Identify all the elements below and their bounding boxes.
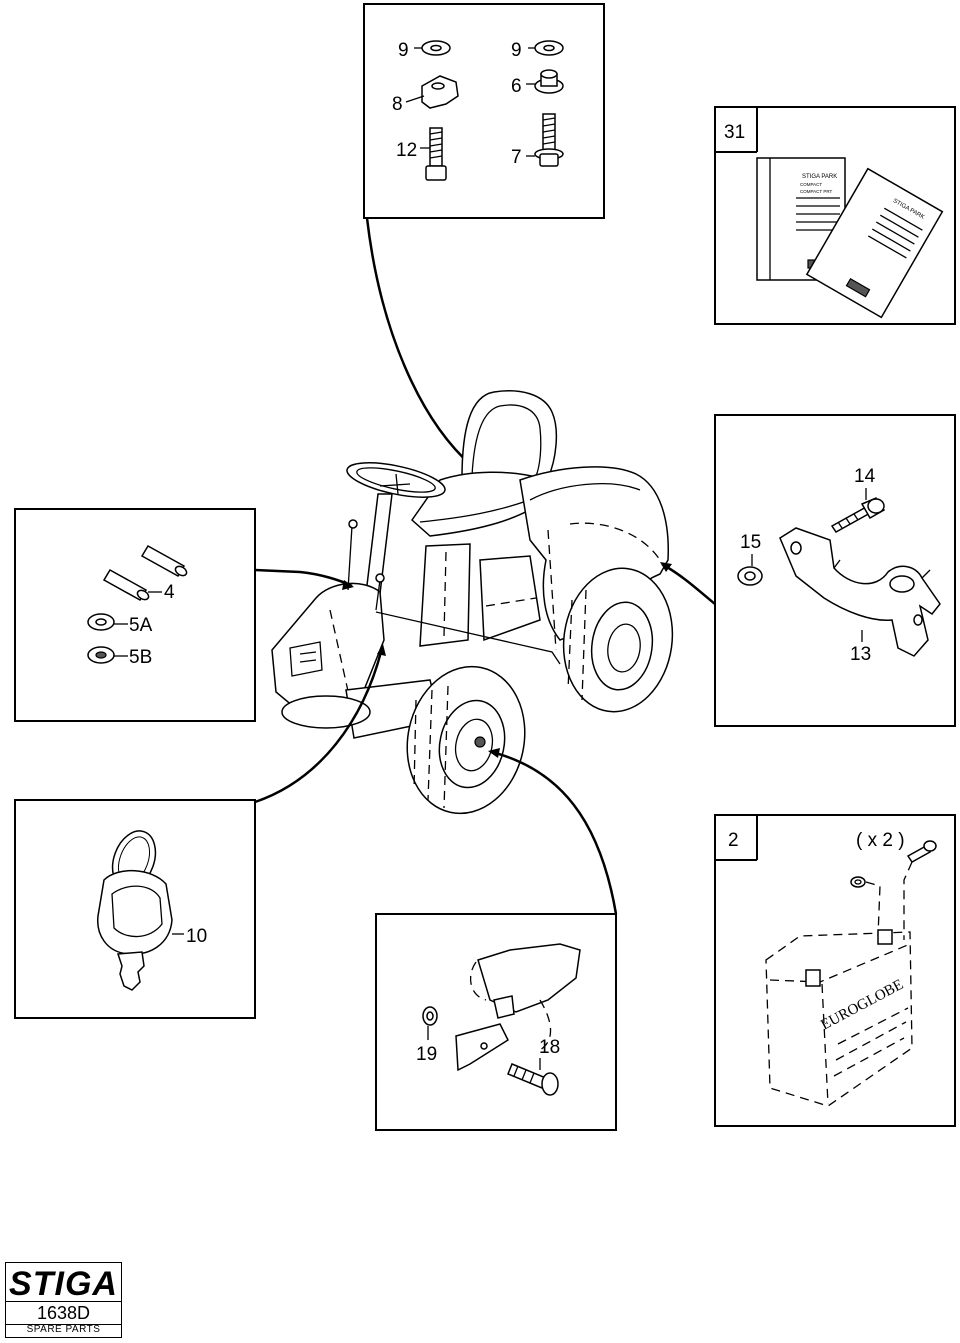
arrowhead-key: [377, 644, 386, 656]
knob-8: [421, 75, 459, 109]
callout-x2: ( x 2 ): [856, 830, 905, 851]
callout-14: 14: [854, 466, 876, 487]
key-10: [97, 830, 173, 991]
manuals-box: 31 STIGA PARK COMPACT COMPACT PRT STIGA …: [714, 106, 956, 325]
nut-15: [737, 566, 763, 586]
callout-10: 10: [186, 926, 207, 947]
callout-6: 6: [511, 76, 522, 97]
callout-4: 4: [164, 582, 175, 603]
leader-key: [254, 647, 384, 804]
washer-5B: [87, 646, 115, 664]
leader-pins: [254, 568, 353, 588]
callout-31: 31: [724, 122, 745, 143]
diagram-code: 1638D: [6, 1301, 121, 1325]
screw-top: [906, 840, 937, 863]
bolt-14: [830, 497, 886, 533]
stiga-logo: STIGA: [9, 1265, 118, 1303]
callout-12: 12: [396, 140, 417, 161]
washer-9-left: [421, 40, 451, 56]
pins-box: 4 5A 5B: [14, 508, 256, 722]
callout-19: 19: [416, 1044, 437, 1065]
bolt-7: [534, 113, 564, 167]
pivot-box: 19 18: [375, 913, 617, 1131]
arrowhead-pivot: [488, 748, 500, 758]
tractor-illustration: [271, 390, 674, 815]
bolt-12: [425, 127, 447, 181]
bracket-13: [779, 527, 941, 657]
manual-front-line2: COMPACT PRT: [800, 189, 833, 194]
callout-15: 15: [740, 532, 761, 553]
leader-pivot: [491, 750, 618, 915]
manual-back: STIGA PARK: [805, 167, 944, 319]
bolt-18: [507, 1063, 559, 1096]
callout-7: 7: [511, 147, 522, 168]
manual-front-line1: COMPACT: [800, 182, 822, 187]
spacer-6: [534, 69, 564, 94]
battery-box: 2 ( x 2 ) EUROGLOBE: [714, 814, 956, 1127]
battery-brand: EUROGLOBE: [818, 977, 906, 1034]
key-box: 10: [14, 799, 256, 1019]
nut-top: [850, 876, 866, 888]
pin-4-lower: [102, 568, 150, 602]
washer-9-right: [534, 40, 564, 56]
washer-5A: [87, 613, 115, 631]
axle-assembly: [455, 943, 581, 1072]
callout-9-right: 9: [511, 40, 522, 61]
arrowhead-pins: [342, 580, 354, 590]
callout-13: 13: [850, 644, 871, 665]
battery: EUROGLOBE: [765, 929, 913, 1107]
leader-bracket: [661, 562, 716, 605]
callout-18: 18: [539, 1037, 560, 1058]
spare-parts-label: SPARE PARTS: [26, 1324, 101, 1335]
stiga-footer-block: STIGA 1638D SPARE PARTS: [5, 1262, 122, 1338]
arrowhead-bracket: [660, 562, 672, 572]
pin-4-upper: [140, 544, 188, 578]
callout-5A: 5A: [129, 615, 153, 636]
bracket-box: 14 15 13: [714, 414, 956, 727]
leader-seat: [365, 217, 473, 467]
callout-2: 2: [728, 830, 739, 851]
callout-5B: 5B: [129, 647, 152, 668]
manual-front-title: STIGA PARK: [802, 174, 837, 180]
callout-8: 8: [392, 94, 403, 115]
seat-hardware-box: 9 8 12 9 6 7: [363, 3, 605, 219]
manual-front: STIGA PARK COMPACT COMPACT PRT: [756, 157, 846, 281]
callout-9-left: 9: [398, 40, 409, 61]
washer-19: [422, 1006, 438, 1026]
